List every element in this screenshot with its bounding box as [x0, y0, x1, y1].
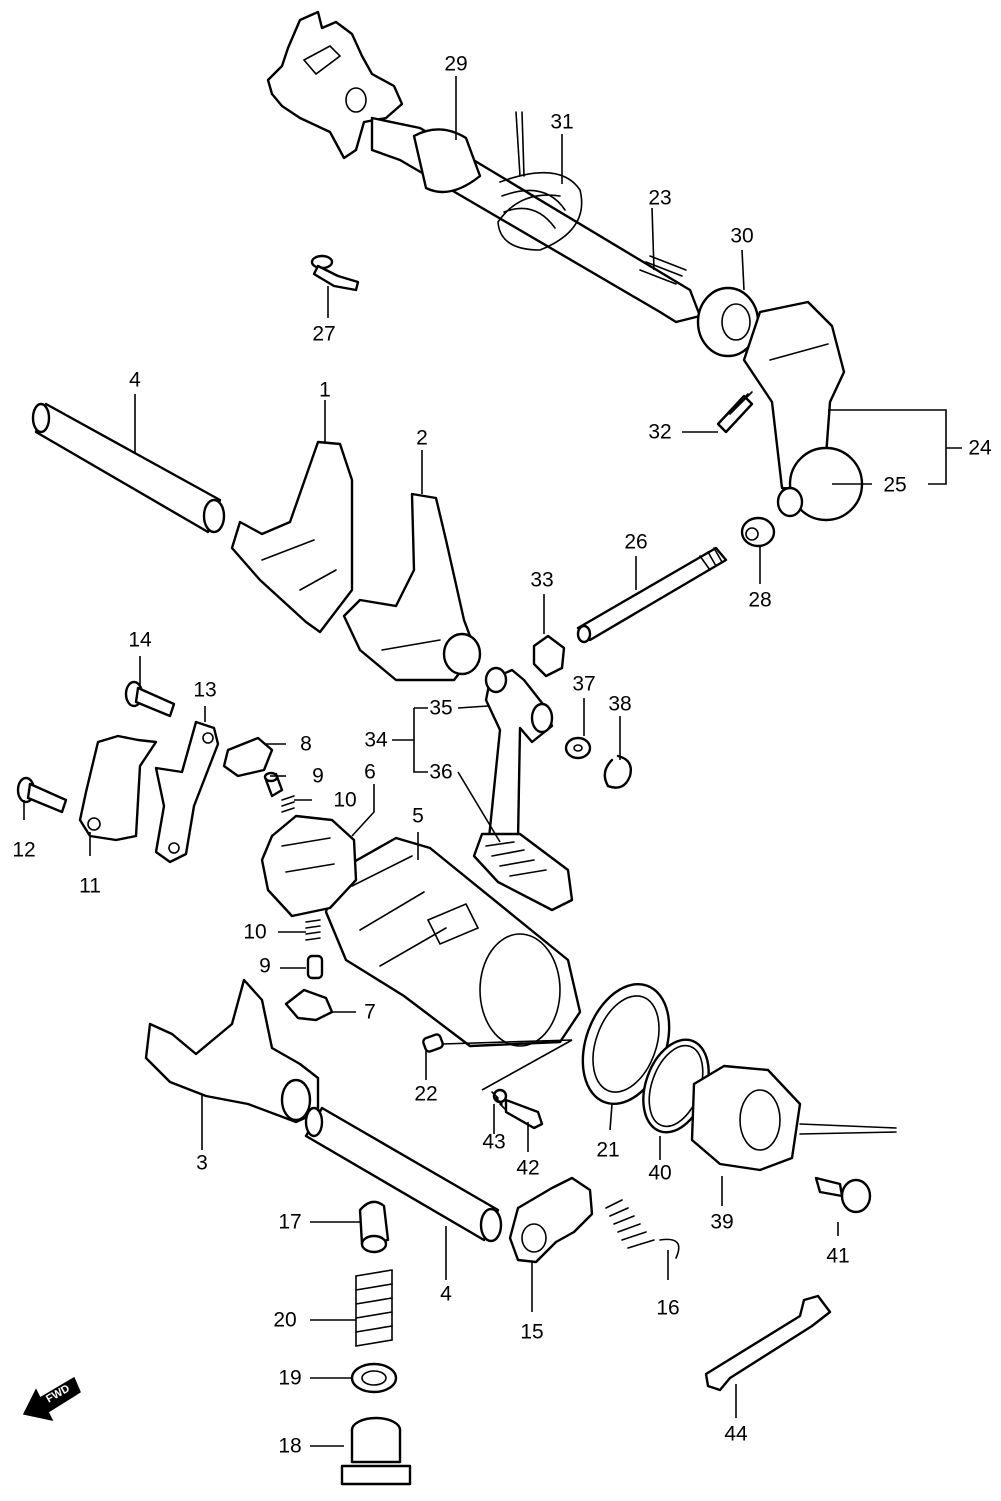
callout-27: 27: [312, 323, 335, 346]
callout-25: 25: [883, 474, 906, 497]
callout-44: 44: [724, 1423, 748, 1446]
gear-position-switch: [690, 1064, 897, 1172]
callout-30: 30: [730, 225, 753, 248]
callout-36: 36: [429, 761, 452, 784]
callout-43: 43: [482, 1131, 505, 1154]
shift-fork-3: [144, 978, 320, 1124]
cam-pin-lower: [306, 954, 324, 980]
leader-lines: [23, 76, 962, 1447]
stopper-washer: [350, 1362, 398, 1394]
washer: [564, 736, 592, 760]
callout-29: 29: [444, 53, 467, 76]
drain-plug: [340, 1416, 412, 1486]
cam-stopper-plate: [260, 814, 358, 918]
callout-15: 15: [520, 1321, 543, 1344]
fork-shaft-lower: [304, 1106, 503, 1243]
shift-fork-1: [230, 440, 354, 634]
spring-upper: [281, 795, 295, 813]
callout-17: 17: [278, 1211, 301, 1234]
cam-guide: [284, 988, 334, 1022]
cam-pin-follower: [222, 736, 274, 778]
circlip: [603, 754, 632, 789]
stopper-pin: [358, 1200, 390, 1254]
callout-16: 16: [656, 1297, 679, 1320]
callout-40: 40: [648, 1162, 671, 1185]
callout-10-lower: 10: [243, 921, 266, 944]
small-bolt: [310, 254, 360, 292]
gearshift-cam-drum: [324, 836, 582, 1048]
callout-35: 35: [429, 697, 452, 720]
callout-41: 41: [826, 1245, 849, 1268]
washer-28: [740, 516, 776, 548]
return-spring: [497, 171, 583, 251]
drum-pin: [422, 1033, 444, 1053]
callout-labels: 1 2 3 4 4 5 6 7 8 9 9 10 10 11 12 13 14 …: [12, 53, 992, 1458]
plate-screw-left: [16, 776, 68, 814]
shift-linkage-bolt: [576, 546, 728, 644]
fork-shaft-upper: [31, 402, 226, 534]
callout-10-upper: 10: [333, 789, 356, 812]
callout-31: 31: [550, 111, 573, 134]
callout-11: 11: [79, 875, 101, 898]
gearshift-shaft-assembly: [266, 10, 702, 324]
callout-33: 33: [530, 569, 553, 592]
pawl-spring: [605, 1199, 680, 1259]
callout-32: 32: [648, 421, 671, 444]
callout-34: 34: [364, 729, 388, 752]
callout-5: 5: [412, 805, 424, 828]
callout-28: 28: [748, 589, 771, 612]
cam-guide-plate: [78, 734, 158, 842]
callout-37: 37: [572, 673, 595, 696]
spring-lower: [305, 919, 321, 941]
plate-screw-top: [124, 680, 176, 718]
callout-42: 42: [516, 1157, 539, 1180]
callout-9-upper: 9: [312, 765, 324, 788]
pawl-lifter-plate: [154, 720, 220, 864]
gearshift-pawl-lifter: [508, 1176, 594, 1264]
callout-23: 23: [648, 187, 671, 210]
callout-2: 2: [416, 427, 428, 450]
shaft-spline: [639, 255, 687, 285]
callout-1: 1: [319, 379, 331, 402]
switch-contact: [492, 1088, 544, 1130]
fwd-direction-badge: FWD: [22, 1376, 81, 1422]
callout-22: 22: [414, 1083, 437, 1106]
shaft-bushing: [412, 128, 482, 194]
clamp-bolt: [716, 391, 754, 434]
callout-26: 26: [624, 531, 647, 554]
gearshift-lever-assembly: [472, 666, 574, 912]
shift-cam-lever: [742, 300, 864, 522]
callout-24: 24: [968, 437, 992, 460]
switch-screw: [814, 1176, 872, 1214]
callout-9-lower: 9: [259, 955, 271, 978]
shift-pedal-rubber: [472, 832, 574, 912]
callout-12: 12: [12, 839, 35, 862]
callout-20: 20: [273, 1309, 296, 1332]
shift-lever-arm: [266, 10, 404, 160]
shift-fork-2: [342, 492, 482, 682]
callout-6: 6: [364, 761, 376, 784]
bolt-collar: [532, 634, 566, 678]
callout-38: 38: [608, 693, 631, 716]
contact-spring: [491, 1091, 507, 1111]
switch-lead-clamp: [704, 1294, 832, 1392]
callout-8: 8: [300, 733, 312, 756]
callout-3: 3: [196, 1152, 208, 1175]
callout-21: 21: [596, 1139, 619, 1162]
callout-4-lower: 4: [440, 1283, 452, 1306]
callout-7: 7: [364, 1001, 376, 1024]
callout-18: 18: [278, 1435, 301, 1458]
callout-13: 13: [193, 679, 216, 702]
callout-14: 14: [128, 629, 152, 652]
stopper-spring: [355, 1269, 393, 1347]
callout-19: 19: [278, 1367, 301, 1390]
callout-39: 39: [710, 1211, 733, 1234]
callout-4-upper: 4: [129, 369, 141, 392]
